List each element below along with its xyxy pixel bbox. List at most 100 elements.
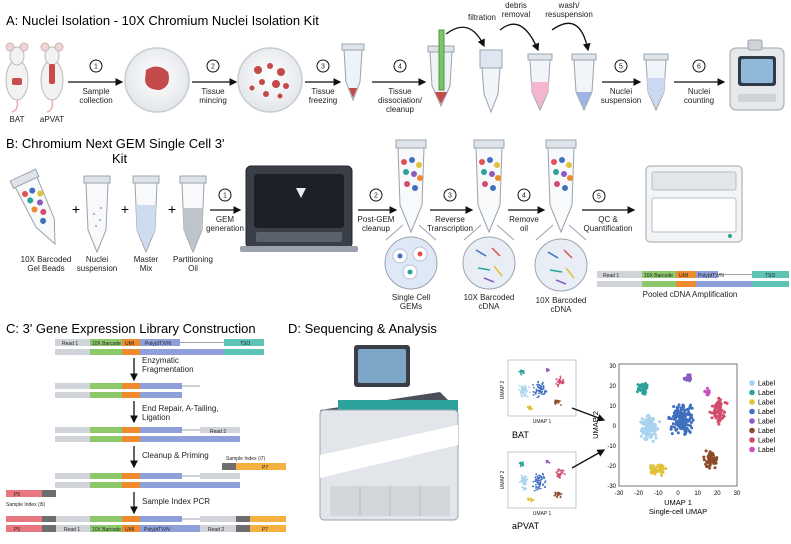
umap-point [545, 460, 548, 463]
umap-point [546, 370, 549, 373]
tube-wash [571, 53, 597, 112]
umap-point [642, 385, 646, 389]
umap-point [535, 487, 537, 489]
construct-umi [676, 271, 696, 278]
final-read1-label: Read 1 [64, 527, 80, 533]
c-umi-label: UMI [125, 341, 134, 347]
umap-point [522, 477, 525, 480]
umap-point [525, 487, 528, 490]
umap-point [518, 384, 521, 387]
umap-point [716, 406, 720, 410]
umap-point [542, 393, 544, 396]
legend-label: Label [758, 409, 776, 416]
c-read1-label: Read 1 [62, 341, 78, 347]
umap-point [547, 368, 549, 371]
umap-point [683, 429, 687, 433]
construct-read1-label: Read 1 [603, 273, 619, 279]
umap-point [542, 474, 545, 476]
section-c: C: 3' Gene Expression Library Constructi… [6, 321, 286, 533]
umap-point [562, 472, 564, 474]
umap-point [540, 478, 543, 481]
umap-point [520, 474, 523, 477]
plus-2: + [121, 201, 129, 217]
umap-point [539, 480, 542, 482]
legend-swatch [749, 408, 755, 415]
umap-point [521, 370, 523, 372]
umap-main-ytick: -10 [607, 444, 616, 450]
umap-point [521, 395, 524, 398]
c-final-library: P5 Read 1 10X Barcode UMI Poly(dT)VN Rea… [6, 516, 286, 533]
legend-label: Label [758, 447, 776, 454]
umap-point [542, 388, 545, 390]
umap-point [519, 462, 521, 465]
umap-point [720, 408, 724, 412]
umap-point [541, 383, 544, 386]
umap-point [532, 384, 534, 386]
umap-point [671, 422, 675, 426]
pooled-amp-label: Pooled cDNA Amplification [643, 290, 738, 299]
umap-point [540, 387, 542, 389]
umap-point [521, 391, 524, 393]
umap-point [675, 427, 678, 431]
umap-point [690, 426, 694, 430]
umap-point [518, 370, 521, 373]
umap-point [725, 401, 729, 405]
umap-point [690, 406, 694, 410]
d-arrow-2 [571, 449, 606, 469]
step-b4-num: 4 [522, 193, 526, 200]
umap-point [675, 412, 679, 416]
umap-small-apvat: UMAP 1 UMAP 2 aPVAT [500, 451, 577, 531]
umap-point [559, 494, 561, 496]
umap-point [559, 400, 561, 402]
umap-point [534, 480, 537, 483]
umap-point [557, 470, 559, 473]
umap-point [536, 475, 539, 478]
umap-point [539, 483, 541, 486]
umap-point [520, 373, 523, 376]
umap-point [539, 391, 542, 394]
umap-point [640, 417, 644, 421]
umap-point [656, 427, 660, 431]
umap-point [686, 407, 690, 411]
umap-point [557, 385, 560, 388]
final-p7-label: P7 [262, 527, 268, 533]
umap-point [554, 494, 557, 496]
legend-label: Label [758, 400, 776, 407]
umap-point [639, 434, 643, 438]
umap-point [691, 418, 695, 422]
umap-main-points [635, 373, 729, 477]
umap-point [706, 464, 710, 468]
c-tso-label: TSO [240, 341, 250, 347]
umap-point [556, 381, 559, 383]
section-b-title-line1: B: Chromium Next GEM Single Cell 3' [6, 136, 225, 151]
step-a6-num: 6 [697, 64, 701, 71]
legend-label: Label [758, 419, 776, 426]
umap-point [555, 378, 558, 381]
umap-point [689, 413, 693, 417]
umap-point [542, 381, 544, 384]
umap-point [518, 388, 520, 391]
cdna-construct: Read 1 10X Barcode UMI Poly(dT)VN TSO Po… [597, 271, 789, 299]
umap-point [556, 472, 558, 475]
final-polydt-label: Poly(dT)VN [144, 527, 170, 533]
umap-point [685, 418, 689, 422]
umap-point [676, 409, 680, 413]
umap-small-apvat-points [518, 459, 566, 503]
step-b3-num: 3 [448, 193, 452, 200]
umap-point [559, 380, 562, 383]
umap-point [519, 481, 522, 483]
mouse-bat: BAT [5, 42, 29, 124]
section-a: A: Nuclei Isolation - 10X Chromium Nucle… [5, 1, 785, 124]
umap-main-ytick: -30 [607, 484, 616, 490]
umap-point [719, 398, 722, 402]
petri-dish-tissue [124, 47, 190, 113]
sequencer-icon [319, 345, 459, 521]
